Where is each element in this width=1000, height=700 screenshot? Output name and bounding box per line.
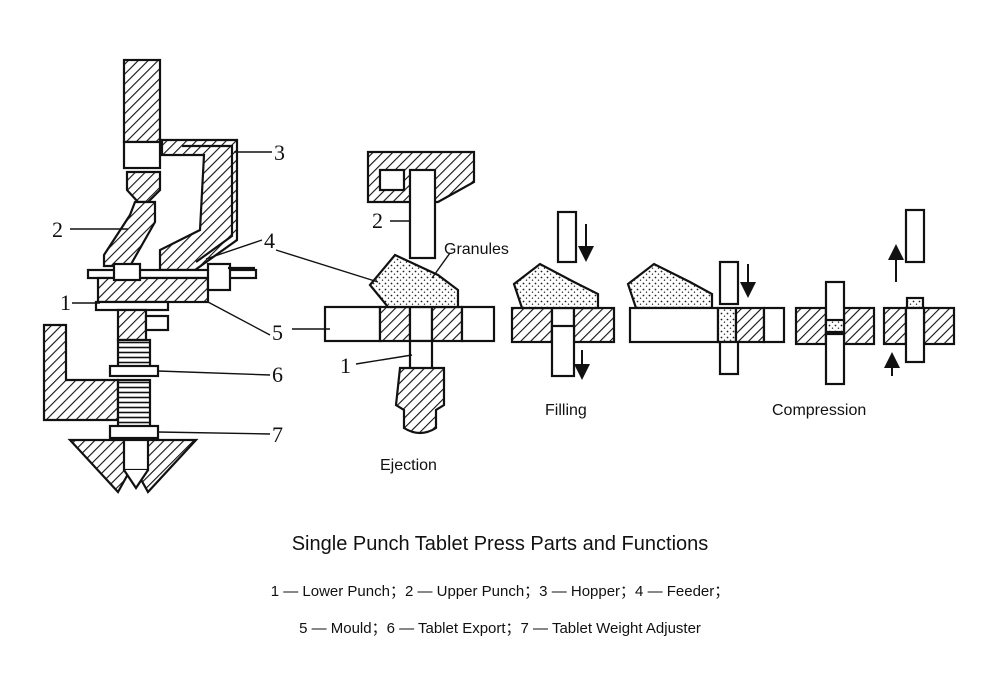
machine-assembly — [42, 58, 258, 494]
label-7: 7 — [272, 422, 283, 447]
label-2-left: 2 — [52, 217, 63, 242]
compression-stage-1 — [626, 260, 786, 376]
filling-label: Filling — [545, 402, 587, 419]
feeder-shoe-filling — [512, 262, 600, 310]
label-1-left: 1 — [60, 290, 71, 315]
label-6: 6 — [272, 362, 283, 387]
leader-lines-left — [70, 151, 272, 435]
lower-punch-comp1 — [718, 340, 740, 376]
label-4: 4 — [264, 228, 275, 253]
upper-punch-filling — [556, 210, 578, 264]
caption-legend-line-2: 5 — Mould；6 — Tablet Export；7 — Tablet W… — [299, 620, 701, 637]
upper-punch-arm — [102, 200, 157, 268]
ejection-arrows — [884, 244, 904, 376]
label-1-mid: 1 — [340, 353, 351, 378]
lower-punch-body — [394, 366, 446, 435]
ejection-stage-2 — [882, 208, 956, 364]
compression-label: Compression — [772, 402, 866, 419]
filling-arrows — [574, 224, 594, 380]
caption-title: Single Punch Tablet Press Parts and Func… — [291, 533, 709, 555]
feeder-shoe-comp — [626, 262, 714, 310]
mould-left-ejection — [323, 305, 382, 343]
tablet-ejected — [905, 296, 925, 310]
label-5: 5 — [272, 320, 283, 345]
weight-adjuster-coil — [116, 378, 152, 432]
lower-punch-ejection — [408, 339, 434, 373]
ejection-stage — [323, 150, 496, 435]
upper-punch-comp1 — [718, 260, 740, 306]
feeder-shoe-ejection — [368, 253, 460, 309]
compression-stage-2 — [794, 280, 876, 386]
upper-punch-raised — [904, 208, 926, 264]
diagram-labels: 3 2 4 1 5 6 7 2 1 Granules Ejection Fill… — [52, 140, 866, 474]
granules-label: Granules — [444, 241, 509, 258]
upper-coupling — [122, 140, 162, 170]
leader-lines-mid — [275, 220, 451, 365]
upper-punch-comp2 — [824, 280, 846, 324]
die-table — [96, 276, 210, 304]
label-2-mid: 2 — [372, 208, 383, 233]
upper-column — [122, 58, 162, 144]
label-3: 3 — [274, 140, 285, 165]
filling-stage — [510, 210, 616, 378]
lower-punch-filling — [550, 324, 576, 378]
upper-screw — [125, 170, 162, 204]
lower-punch-raised — [904, 306, 926, 364]
caption-legend-line-1: 1 — Lower Punch；2 — Upper Punch；3 — Hopp… — [270, 583, 730, 600]
hopper — [158, 138, 239, 272]
ejection-label: Ejection — [380, 457, 437, 474]
lower-punch-comp2 — [824, 332, 846, 386]
upper-punch-ejection — [408, 168, 437, 260]
lower-punch-block — [94, 300, 170, 312]
mould-ejection — [378, 305, 412, 343]
frame-bracket — [42, 323, 120, 422]
